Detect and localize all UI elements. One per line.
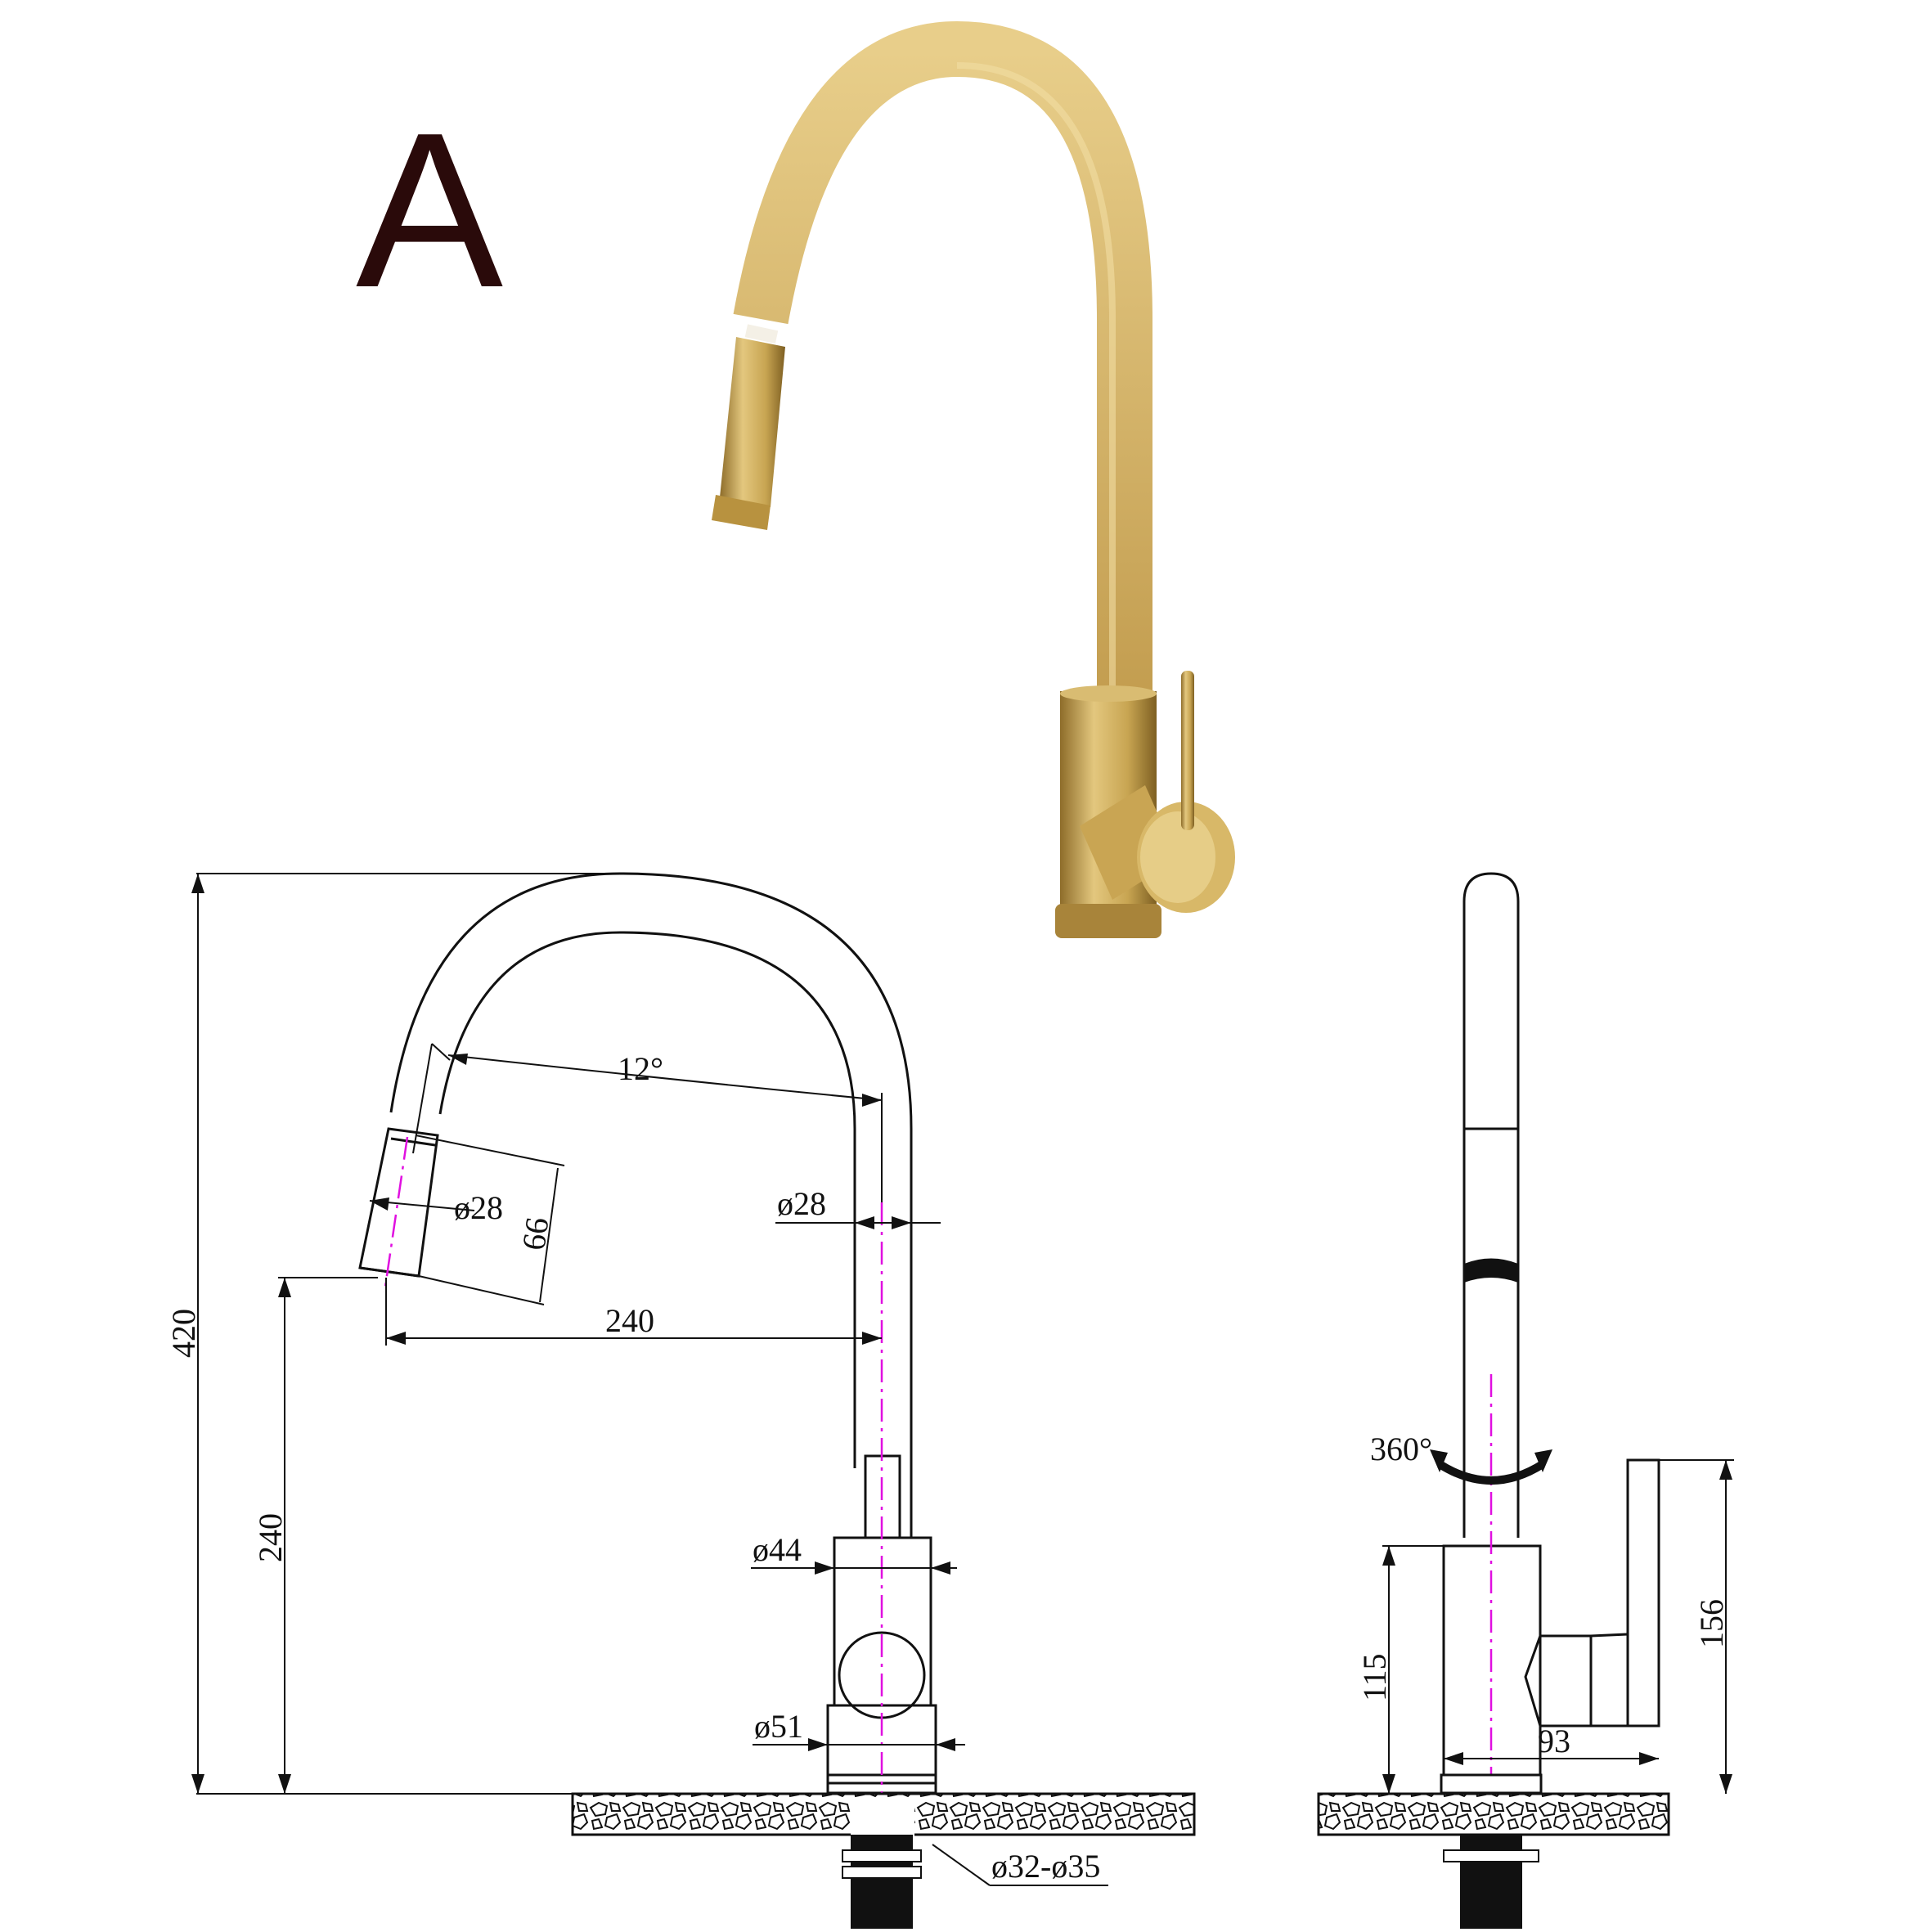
dim-body-height: 115 [1356, 1653, 1393, 1701]
side-view: 360° 115 156 93 [1317, 872, 1734, 1929]
dim-spout-reach: 240 [605, 1302, 654, 1339]
dim-handle-height: 156 [1693, 1599, 1730, 1648]
dim-body-diameter: ø44 [753, 1531, 802, 1568]
dim-angle: 12° [618, 1050, 663, 1087]
dim-pullout-length: 66 [514, 1215, 555, 1252]
dim-total-height: 420 [165, 1309, 202, 1358]
mount-shank [851, 1835, 913, 1929]
side-shank [1460, 1835, 1522, 1929]
side-countertop [1317, 1792, 1670, 1836]
dim-handle-reach: 93 [1538, 1723, 1570, 1759]
dim-base-diameter: ø51 [754, 1708, 803, 1745]
pullout-head [358, 1127, 439, 1278]
dim-pullout-diameter: ø28 [454, 1189, 503, 1226]
spout-outer [389, 872, 913, 1538]
diagram-label: A [356, 88, 504, 334]
dim-spout-height: 240 [252, 1513, 289, 1562]
front-view: 420 240 240 12° ø28 66 ø28 ø44 [165, 872, 1196, 1929]
side-spout [1462, 872, 1520, 1538]
dim-rotation: 360° [1370, 1431, 1432, 1467]
side-lever [1626, 1458, 1660, 1728]
dim-spout-diameter: ø28 [777, 1185, 826, 1222]
dim-hole-diameter: ø32-ø35 [991, 1848, 1100, 1885]
faucet-photo [712, 20, 1235, 938]
spout-inner [438, 931, 856, 1468]
rotation-arrow [1437, 1460, 1545, 1485]
